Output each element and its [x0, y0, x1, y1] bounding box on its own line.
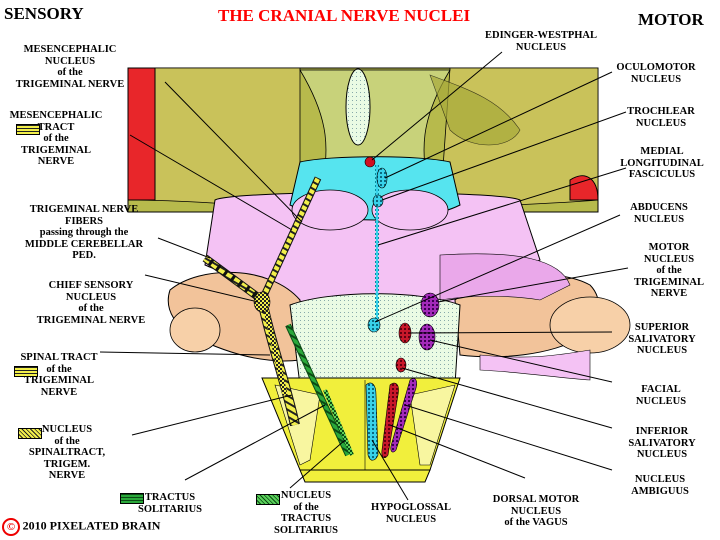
inferior-salivatory-nucleus-shape: [395, 357, 407, 373]
sensory-header: SENSORY: [4, 4, 84, 23]
hypoglossal-nucleus-shape: [365, 382, 379, 461]
label-trochlear: TROCHLEAR NUCLEUS: [627, 106, 695, 129]
nucleus-ambiguus-shape: [390, 378, 417, 453]
mesencephalic-tract-swatch: [16, 124, 40, 135]
label-nucleus-spinal-tract: NUCLEUS of the SPINALTRACT, TRIGEM. NERV…: [12, 424, 122, 482]
label-inferior-salivatory: INFERIOR SALIVATORY NUCLEUS: [628, 426, 696, 460]
copyright-icon: ©: [2, 518, 20, 536]
label-spinal-tract: SPINAL TRACT of the TRIGEMINAL NERVE: [4, 352, 114, 398]
motor-header: MOTOR: [638, 10, 704, 29]
oculomotor-nucleus-shape: [376, 167, 388, 189]
tractus-solitarius-swatch: [120, 493, 144, 504]
label-medial-longitudinal: MEDIAL LONGITUDINAL FASCICULUS: [620, 146, 704, 180]
label-facial: FACIAL NUCLEUS: [635, 384, 687, 407]
motor-trigeminal-nucleus-shape: [420, 292, 440, 318]
label-dorsal-motor-vagus: DORSAL MOTOR NUCLEUS of the VAGUS: [492, 494, 580, 528]
label-nucleus-ambiguus: NUCLEUS AMBIGUUS: [631, 474, 689, 497]
page-title: THE CRANIAL NERVE NUCLEI: [218, 6, 471, 25]
facial-nucleus-shape: [418, 323, 436, 351]
trochlear-nucleus-shape: [372, 194, 384, 208]
dorsal-motor-vagus-shape: [381, 382, 399, 459]
label-superior-salivatory: SUPERIOR SALIVATORY NUCLEUS: [628, 322, 696, 356]
tractus-solitarius: [285, 323, 354, 457]
midbrain: [127, 67, 599, 213]
copyright: © 2010 PIXELATED BRAIN: [2, 518, 160, 536]
trigeminal-sensory: [202, 176, 322, 427]
label-mesencephalic-tract: MESENCEPHALIC TRACT of the TRIGEMINAL NE…: [9, 110, 103, 167]
spinal-tract-swatch: [14, 366, 38, 377]
label-tractus-solitarius: TRACTUS SOLITARIUS: [120, 492, 220, 515]
label-trigeminal-fibers: TRIGEMINAL NERVE FIBERS passing through …: [24, 204, 144, 261]
label-edinger-westphal: EDINGER-WESTPHAL NUCLEUS: [484, 30, 598, 53]
label-mesencephalic-nucleus: MESENCEPHALIC NUCLEUS of the TRIGEMINAL …: [15, 44, 125, 90]
nucleus-spinal-tract-swatch: [18, 428, 42, 439]
pineal-body: [345, 68, 371, 146]
medulla: [261, 293, 461, 483]
copyright-text: 2010 PIXELATED BRAIN: [22, 518, 161, 533]
label-chief-sensory: CHIEF SENSORY NUCLEUS of the TRIGEMINAL …: [36, 280, 146, 326]
leader-lines: [99, 51, 629, 501]
superior-salivatory-nucleus-shape: [398, 322, 412, 344]
nucleus-tractus-solitarius-swatch: [256, 494, 280, 505]
label-abducens: ABDUCENS NUCLEUS: [630, 202, 688, 225]
label-hypoglossal: HYPOGLOSSAL NUCLEUS: [371, 502, 451, 525]
label-nucleus-tractus-solitarius: NUCLEUS of the TRACTUS SOLITARIUS: [256, 490, 356, 536]
label-motor-trigeminal: MOTOR NUCLEUS of the TRIGEMINAL NERVE: [633, 242, 704, 299]
label-oculomotor: OCULOMOTOR NUCLEUS: [616, 62, 696, 85]
